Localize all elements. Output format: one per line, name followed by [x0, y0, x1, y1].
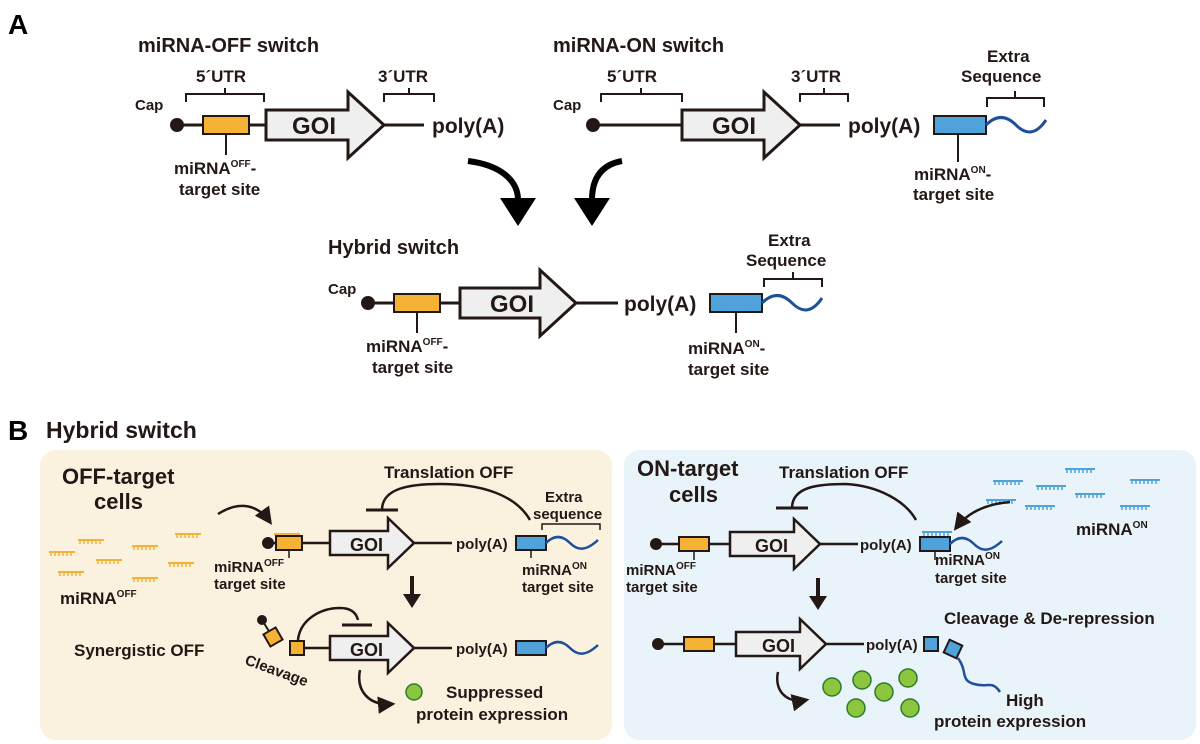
- goi-arrow: [734, 616, 828, 672]
- hybrid-title: Hybrid switch: [328, 237, 459, 259]
- off-switch-construct: miRNA-OFF switch 5´UTR 3´UTR Cap GOI pol…: [135, 35, 504, 199]
- goi-label: GOI: [712, 113, 756, 140]
- mirna-off-target-box: [393, 293, 441, 313]
- goi-label: GOI: [762, 636, 795, 656]
- mirna-off-target-box: [202, 115, 250, 135]
- polya-label: poly(A): [624, 293, 696, 316]
- target-site-label: target site: [214, 576, 286, 593]
- synergistic-off-label: Synergistic OFF: [74, 641, 204, 660]
- off-cells-title-line1: OFF-target: [62, 464, 175, 489]
- polya-label: poly(A): [860, 537, 912, 554]
- on-target-cells-panel: ON-target cells miRNAON Translation OFF …: [624, 450, 1196, 740]
- extra-label-line1: Extra: [768, 231, 811, 250]
- polya-label: poly(A): [848, 115, 920, 138]
- suppressed-label-line2: protein expression: [416, 705, 568, 724]
- merge-arrow-left: [467, 158, 521, 201]
- off-target-cells-panel: OFF-target cells miRNAOFF GOI poly(A) Ex…: [40, 450, 612, 740]
- on-switch-title: miRNA-ON switch: [553, 35, 724, 57]
- high-label-line2: protein expression: [934, 712, 1086, 731]
- binding-arrow: [217, 504, 273, 525]
- polya-label: poly(A): [866, 637, 918, 654]
- goi-label: GOI: [292, 113, 336, 140]
- translation-off-label: Translation OFF: [384, 463, 513, 482]
- goi-arrow: [328, 515, 416, 571]
- protein-dots: [822, 668, 920, 718]
- polya-label: poly(A): [432, 115, 504, 138]
- on-cells-title-line1: ON-target: [637, 456, 739, 481]
- mirna-on-target-label: miRNAON: [935, 551, 1000, 569]
- hybrid-switch-construct: Hybrid switch Cap GOI poly(A) Extra Sequ…: [328, 231, 826, 379]
- goi-arrow: [264, 88, 387, 162]
- extra-label-line1: Extra: [545, 489, 583, 506]
- target-site-label: target site: [626, 579, 698, 596]
- mirna-on-target-box: [933, 115, 987, 135]
- extra-sequence-wave: [760, 294, 824, 312]
- mirna-on-target-box: [709, 293, 763, 313]
- protein-dot: [405, 683, 423, 701]
- merge-arrow-right: [589, 158, 623, 201]
- target-site-label: target site: [522, 579, 594, 596]
- mirna-off-target-box: [275, 535, 303, 551]
- extra-label-line2: Sequence: [961, 67, 1041, 86]
- off-panel-background: [40, 450, 612, 740]
- extra-sequence-wave: [984, 116, 1048, 134]
- polya-label: poly(A): [456, 536, 508, 553]
- extra-label-line2: Sequence: [746, 251, 826, 270]
- mirna-off-target-label: miRNAOFF: [626, 561, 696, 579]
- mirna-on-target-label: miRNAON-: [688, 339, 765, 358]
- goi-arrow: [458, 266, 579, 340]
- high-label-line1: High: [1006, 691, 1044, 710]
- on-switch-construct: miRNA-ON switch 5´UTR 3´UTR Extra Sequen…: [553, 35, 1048, 204]
- off-cells-title-line2: cells: [94, 489, 143, 514]
- suppressed-label-line1: Suppressed: [446, 683, 543, 702]
- goi-label: GOI: [350, 535, 383, 555]
- mirna-off-target-label: miRNAOFF: [214, 558, 284, 576]
- panel-b-title: Hybrid switch: [46, 417, 197, 443]
- utr5-label: 5´UTR: [607, 67, 657, 86]
- target-site-label: target site: [913, 185, 994, 204]
- on-panel-background: [624, 450, 1196, 740]
- cleavage-derepression-label: Cleavage & De-repression: [944, 609, 1155, 628]
- goi-label: GOI: [350, 640, 383, 660]
- mirna-on-target-label: miRNAON: [522, 561, 587, 579]
- mirna-on-target-label: miRNAON-: [914, 165, 991, 184]
- extra-label-line2: sequence: [533, 506, 602, 523]
- goi-arrow: [680, 88, 803, 162]
- goi-label: GOI: [490, 291, 534, 318]
- goi-arrow: [328, 620, 416, 676]
- target-site-label: target site: [179, 180, 260, 199]
- cleaved-fragment: [262, 626, 284, 648]
- utr3-label: 3´UTR: [791, 67, 841, 86]
- mirna-off-target-label: miRNAOFF-: [174, 159, 256, 178]
- panel-a-letter: A: [8, 9, 28, 40]
- target-site-label: target site: [372, 358, 453, 377]
- utr3-label: 3´UTR: [378, 67, 428, 86]
- polya-label: poly(A): [456, 641, 508, 658]
- cleaved-fragment: [942, 638, 964, 660]
- cap-label: Cap: [328, 281, 356, 298]
- goi-arrow: [728, 516, 822, 572]
- goi-label: GOI: [755, 536, 788, 556]
- mirna-off-free-label: miRNAOFF: [60, 589, 137, 608]
- target-site-label: target site: [935, 570, 1007, 587]
- merge-arrows: [467, 158, 623, 226]
- inhibition-curve: [380, 482, 532, 521]
- off-switch-title: miRNA-OFF switch: [138, 35, 319, 57]
- translation-off-label: Translation OFF: [779, 463, 908, 482]
- target-site-label: target site: [688, 360, 769, 379]
- on-cells-title-line2: cells: [669, 482, 718, 507]
- utr5-label: 5´UTR: [196, 67, 246, 86]
- cap-label: Cap: [135, 97, 163, 114]
- mirna-on-target-box: [515, 535, 547, 551]
- panel-b-letter: B: [8, 415, 28, 446]
- mirna-off-target-label: miRNAOFF-: [366, 337, 448, 356]
- mirna-on-free-label: miRNAON: [1076, 520, 1148, 539]
- extra-label-line1: Extra: [987, 47, 1030, 66]
- cap-label: Cap: [553, 97, 581, 114]
